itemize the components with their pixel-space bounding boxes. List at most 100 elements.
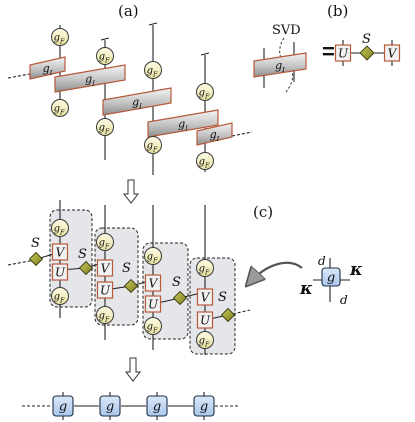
u-box-rect (196, 311, 214, 329)
site-kappa-right: κ (349, 260, 363, 280)
gf-node-c1: gF (51, 219, 69, 237)
u-box-rect (144, 295, 162, 313)
wire-top-tick-3 (200, 52, 210, 56)
v-box-rect (383, 44, 401, 62)
gf-node-circle (196, 331, 214, 349)
gate-4: gI (147, 109, 219, 138)
u-box-rect (334, 44, 352, 62)
gf-node-label: gF (54, 224, 65, 237)
gf-node-label: gF (147, 252, 158, 265)
gf-node-label: gF (99, 123, 110, 136)
gate-body (54, 64, 126, 93)
gate-label: gI (275, 59, 285, 74)
gf-node-a4: gF (51, 99, 69, 117)
mid-s-diamond-1 (28, 251, 44, 267)
gf-node-c7: gF (196, 259, 214, 277)
mid-boundary-right (227, 309, 251, 316)
v-box-rect (51, 243, 69, 261)
group-box-2 (94, 227, 139, 326)
gf-node-circle (51, 28, 69, 46)
mid-u-box-2: U (96, 281, 114, 299)
mps-site-3: g (146, 395, 168, 417)
mid-u-box-1: U (51, 263, 69, 281)
gf-node-a7: gF (196, 83, 214, 101)
gf-node-circle (96, 47, 114, 65)
gf-node-label: gF (54, 292, 65, 305)
gf-node-circle (51, 287, 69, 305)
down-arrow-1 (122, 179, 140, 204)
gf-node-c5: gF (144, 247, 162, 265)
gf-node-c3: gF (96, 233, 114, 251)
mid-s-label-5: S (218, 290, 227, 305)
gf-node-a6: gF (144, 136, 162, 154)
gf-node-a2: gF (96, 47, 114, 65)
gf-node-a5: gF (96, 118, 114, 136)
v-box-label: V (101, 262, 111, 276)
gf-node-label: gF (199, 88, 210, 101)
gf-node-circle (96, 118, 114, 136)
gf-node-a3: gF (144, 61, 162, 79)
mid-s-diamond-5 (220, 307, 236, 323)
gf-node-circle (51, 99, 69, 117)
panel-label-c: (c) (253, 203, 273, 221)
boundary-left-dash (7, 73, 31, 79)
v-box-label: V (56, 246, 66, 260)
mid-u-box-3: U (144, 295, 162, 313)
gf-node-label: gF (99, 238, 110, 251)
gf-node-circle (51, 219, 69, 237)
gf-node-label: gF (147, 322, 158, 335)
svd-s-label: S (362, 32, 371, 47)
wire-top-tick-1 (100, 37, 110, 41)
mid-v-box-3: V (144, 274, 162, 292)
gf-node-label: gF (147, 66, 158, 79)
svd-s-diamond (359, 45, 375, 61)
gf-node-c8: gF (196, 331, 214, 349)
gf-node-circle (96, 306, 114, 324)
equals-sign: = (322, 39, 335, 64)
mid-s-label-1: S (31, 236, 40, 251)
gf-node-label: gF (147, 141, 158, 154)
u-box-label: U (338, 47, 349, 61)
group-box-4 (189, 257, 236, 355)
gf-node-circle (144, 317, 162, 335)
mid-u-box-4: U (196, 311, 214, 329)
v-box-rect (144, 274, 162, 292)
boundary-right-dash (231, 131, 253, 137)
gate-body (147, 109, 219, 138)
gf-node-c2: gF (51, 287, 69, 305)
mid-v-box-4: V (196, 288, 214, 306)
down-arrow-2 (124, 357, 142, 382)
gf-node-circle (144, 136, 162, 154)
site-tensor-label: g (106, 400, 114, 415)
mid-s-diamond-2 (78, 260, 94, 276)
gf-node-circle (196, 83, 214, 101)
group-box-3 (142, 242, 189, 340)
site-tensor-label: g (153, 400, 161, 415)
v-box-label: V (388, 47, 398, 61)
gf-node-circle (144, 247, 162, 265)
site-tensor: g (321, 267, 341, 287)
wire-top-tick-2 (148, 22, 158, 26)
mps-site-1: g (52, 395, 74, 417)
gf-node-circle (96, 233, 114, 251)
gate-body (196, 122, 233, 146)
mid-s-label-4: S (172, 275, 181, 290)
gf-node-label: gF (54, 104, 65, 117)
gf-node-a1: gF (51, 28, 69, 46)
mid-boundary-left (7, 259, 36, 266)
u-box-label: U (200, 314, 211, 328)
gate-label: gI (43, 62, 53, 77)
gate-5: gI (196, 122, 233, 146)
site-tensor-rect (193, 395, 215, 417)
mid-s-label-3: S (122, 261, 131, 276)
u-box-label: U (55, 266, 66, 280)
site-d-label-bottom: d (340, 293, 348, 307)
site-tensor-rect (146, 395, 168, 417)
gf-node-label: gF (199, 336, 210, 349)
svd-v-box: V (383, 44, 401, 62)
